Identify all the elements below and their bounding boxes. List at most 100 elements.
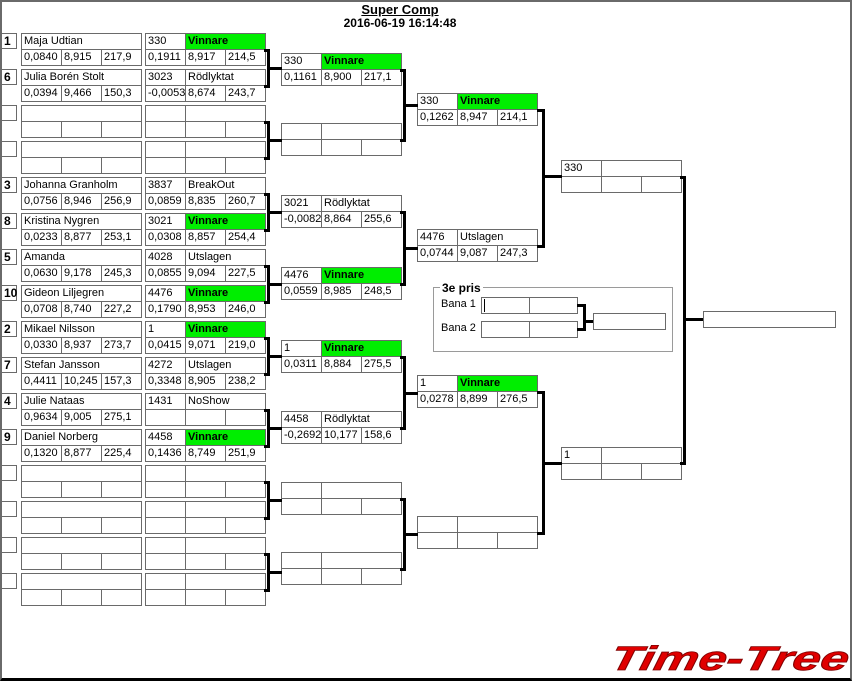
third-place-winner-field[interactable] (593, 313, 666, 330)
round1-car-field[interactable]: 4272 (145, 357, 186, 374)
round1-status-field[interactable]: Vinnare (185, 285, 266, 302)
round2-reaction-time-field[interactable] (281, 568, 322, 585)
qual-reaction-time-field[interactable] (21, 121, 62, 138)
round3-et-field[interactable]: 8,947 (457, 109, 498, 126)
round3-reaction-time-field[interactable]: 0,0744 (417, 245, 458, 262)
round1-reaction-time-field[interactable]: 0,3348 (145, 373, 186, 390)
round2-car-field[interactable]: 330 (281, 53, 322, 70)
round2-speed-field[interactable] (361, 139, 402, 156)
qual-et-field[interactable]: 8,946 (61, 193, 102, 210)
semifinal-speed-field[interactable] (641, 463, 682, 480)
round3-status-field[interactable]: Vinnare (457, 375, 538, 392)
round1-speed-field[interactable]: 238,2 (225, 373, 266, 390)
driver-name-field[interactable]: Stefan Jansson (21, 357, 142, 374)
round2-et-field[interactable]: 8,985 (321, 283, 362, 300)
round1-status-field[interactable] (185, 465, 266, 482)
round2-status-field[interactable] (321, 123, 402, 140)
round1-status-field[interactable]: Vinnare (185, 33, 266, 50)
round2-car-field[interactable]: 4476 (281, 267, 322, 284)
qual-reaction-time-field[interactable] (21, 589, 62, 606)
round3-status-field[interactable]: Vinnare (457, 93, 538, 110)
round2-status-field[interactable]: Vinnare (321, 53, 402, 70)
qual-reaction-time-field[interactable] (21, 481, 62, 498)
qual-speed-field[interactable]: 253,1 (101, 229, 142, 246)
round1-reaction-time-field[interactable]: 0,1790 (145, 301, 186, 318)
driver-name-field[interactable] (21, 141, 142, 158)
round2-et-field[interactable]: 8,900 (321, 69, 362, 86)
round2-status-field[interactable]: Vinnare (321, 340, 402, 357)
qual-et-field[interactable]: 8,740 (61, 301, 102, 318)
round1-et-field[interactable]: 8,674 (185, 85, 226, 102)
round2-status-field[interactable] (321, 482, 402, 499)
qual-et-field[interactable]: 8,915 (61, 49, 102, 66)
driver-name-field[interactable]: Johanna Granholm (21, 177, 142, 194)
semifinal-reaction-time-field[interactable] (561, 463, 602, 480)
driver-name-field[interactable]: Maja Udtian (21, 33, 142, 50)
driver-name-field[interactable] (21, 537, 142, 554)
round2-speed-field[interactable] (361, 498, 402, 515)
round3-speed-field[interactable]: 247,3 (497, 245, 538, 262)
semifinal-speed-field[interactable] (641, 176, 682, 193)
qual-speed-field[interactable]: 227,2 (101, 301, 142, 318)
driver-name-field[interactable]: Gideon Liljegren (21, 285, 142, 302)
round3-speed-field[interactable]: 276,5 (497, 391, 538, 408)
driver-name-field[interactable] (21, 501, 142, 518)
round1-car-field[interactable] (145, 573, 186, 590)
round1-reaction-time-field[interactable]: 0,0855 (145, 265, 186, 282)
third-lane2-car-field[interactable] (481, 321, 530, 338)
round2-status-field[interactable]: Rödlyktat (321, 195, 402, 212)
round3-reaction-time-field[interactable]: 0,1262 (417, 109, 458, 126)
qual-et-field[interactable]: 8,937 (61, 337, 102, 354)
qual-et-field[interactable] (61, 553, 102, 570)
round1-et-field[interactable] (185, 409, 226, 426)
round2-et-field[interactable] (321, 568, 362, 585)
round2-speed-field[interactable]: 255,6 (361, 211, 402, 228)
qual-et-field[interactable] (61, 121, 102, 138)
final-winner-field[interactable] (703, 311, 836, 328)
round1-reaction-time-field[interactable] (145, 589, 186, 606)
qual-speed-field[interactable]: 225,4 (101, 445, 142, 462)
semifinal-status-field[interactable] (601, 447, 682, 464)
round3-et-field[interactable]: 8,899 (457, 391, 498, 408)
semifinal-et-field[interactable] (601, 176, 642, 193)
round1-speed-field[interactable]: 227,5 (225, 265, 266, 282)
round2-car-field[interactable]: 3021 (281, 195, 322, 212)
round1-speed-field[interactable]: 260,7 (225, 193, 266, 210)
driver-name-field[interactable]: Julie Nataas (21, 393, 142, 410)
round1-reaction-time-field[interactable] (145, 517, 186, 534)
qual-reaction-time-field[interactable]: 0,0840 (21, 49, 62, 66)
driver-name-field[interactable] (21, 573, 142, 590)
qual-speed-field[interactable]: 150,3 (101, 85, 142, 102)
round1-car-field[interactable]: 1 (145, 321, 186, 338)
qual-et-field[interactable] (61, 517, 102, 534)
round2-speed-field[interactable]: 248,5 (361, 283, 402, 300)
round1-et-field[interactable]: 8,835 (185, 193, 226, 210)
qual-reaction-time-field[interactable]: 0,0330 (21, 337, 62, 354)
round2-reaction-time-field[interactable]: 0,1161 (281, 69, 322, 86)
round1-reaction-time-field[interactable]: 0,0415 (145, 337, 186, 354)
round1-reaction-time-field[interactable]: 0,1911 (145, 49, 186, 66)
round3-speed-field[interactable] (497, 532, 538, 549)
semifinal-et-field[interactable] (601, 463, 642, 480)
semifinal-reaction-time-field[interactable] (561, 176, 602, 193)
round1-car-field[interactable]: 4476 (145, 285, 186, 302)
qual-et-field[interactable] (61, 157, 102, 174)
round1-status-field[interactable]: Utslagen (185, 249, 266, 266)
round1-reaction-time-field[interactable] (145, 157, 186, 174)
round1-car-field[interactable] (145, 501, 186, 518)
driver-name-field[interactable]: Julia Borén Stolt (21, 69, 142, 86)
round1-et-field[interactable]: 9,071 (185, 337, 226, 354)
qual-speed-field[interactable] (101, 121, 142, 138)
qual-speed-field[interactable] (101, 553, 142, 570)
round2-et-field[interactable] (321, 139, 362, 156)
qual-speed-field[interactable]: 256,9 (101, 193, 142, 210)
round1-reaction-time-field[interactable] (145, 481, 186, 498)
round3-speed-field[interactable]: 214,1 (497, 109, 538, 126)
qual-et-field[interactable]: 10,245 (61, 373, 102, 390)
round2-speed-field[interactable] (361, 568, 402, 585)
round1-reaction-time-field[interactable] (145, 409, 186, 426)
round2-car-field[interactable] (281, 482, 322, 499)
round3-status-field[interactable] (457, 516, 538, 533)
qual-reaction-time-field[interactable] (21, 553, 62, 570)
round1-car-field[interactable]: 3837 (145, 177, 186, 194)
